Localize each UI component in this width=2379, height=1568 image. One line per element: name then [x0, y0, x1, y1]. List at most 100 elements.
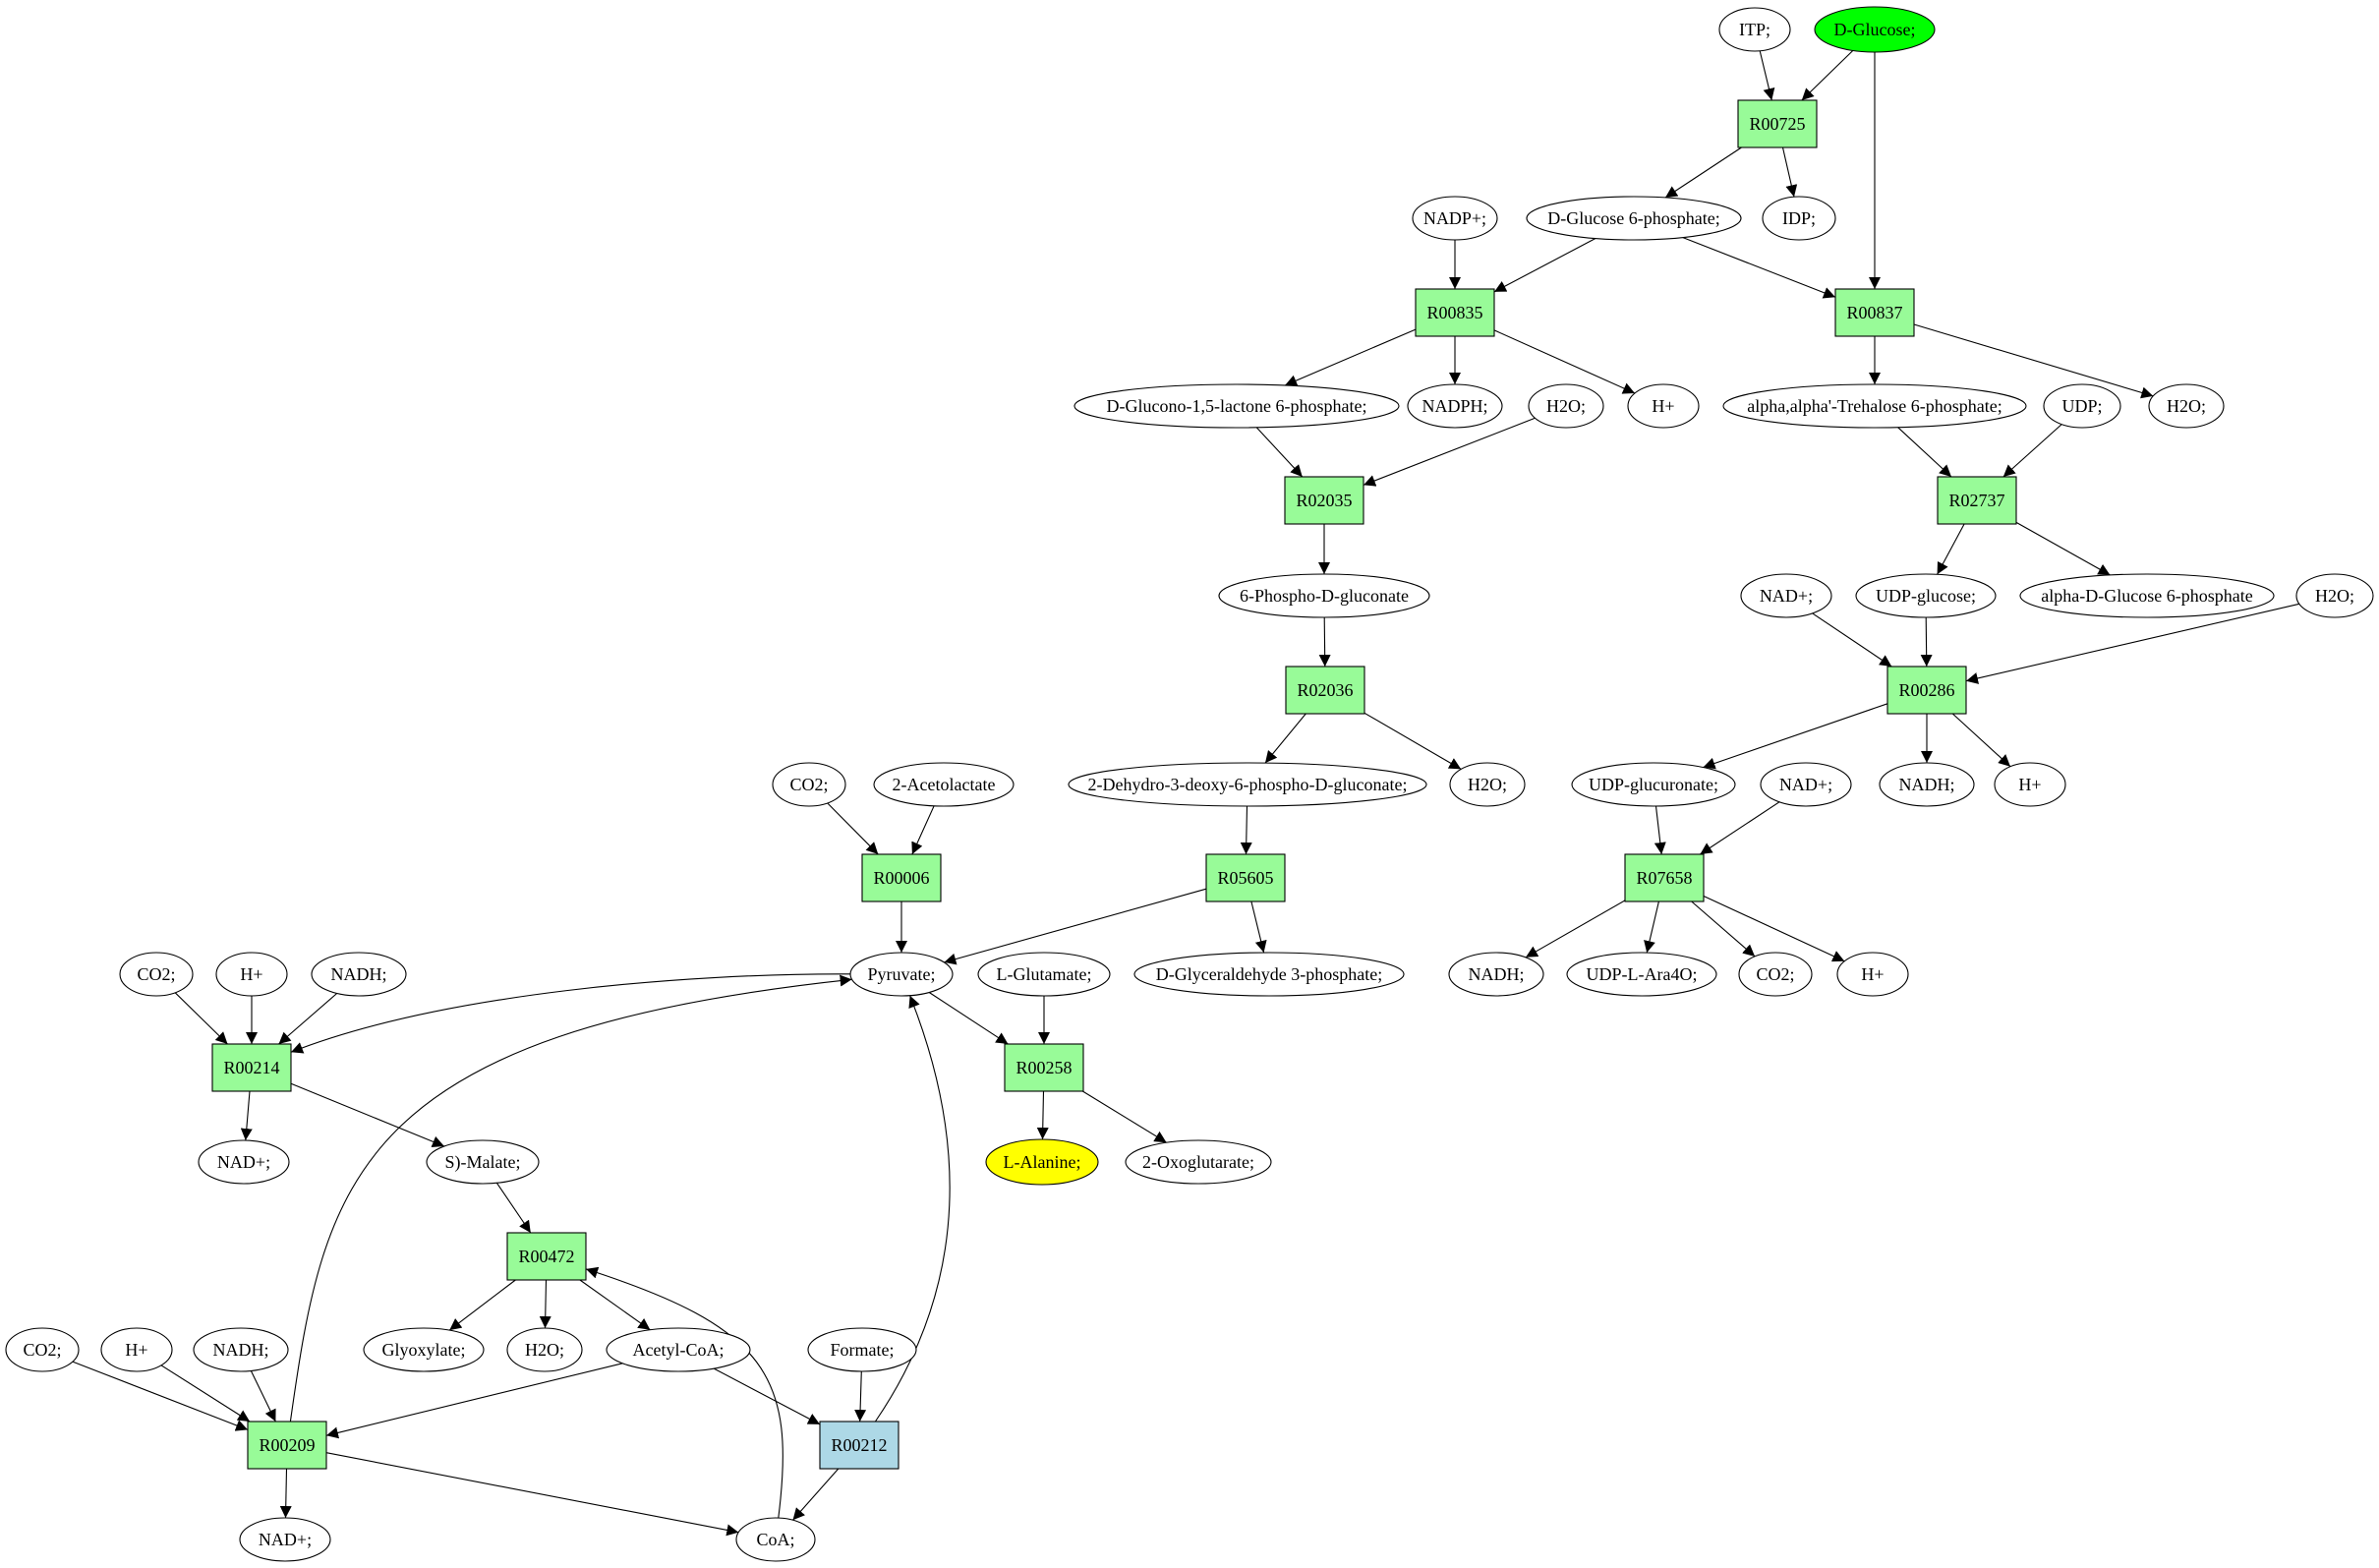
- compound-ellipse: [1814, 6, 1936, 53]
- compound-node-co2_c[interactable]: CO2;: [1738, 952, 1813, 997]
- compound-node-glutamate[interactable]: L-Glutamate;: [977, 952, 1111, 997]
- reaction-node-R00835[interactable]: R00835: [1415, 288, 1495, 337]
- node-label: 2-Oxoglutarate;: [1142, 1152, 1254, 1172]
- compound-node-trehalose6p[interactable]: alpha,alpha'-Trehalose 6-phosphate;: [1722, 383, 2027, 429]
- compound-node-hplus_b[interactable]: H+: [1994, 762, 2066, 807]
- compound-node-hplus_a[interactable]: H+: [1627, 383, 1700, 429]
- compound-node-co2_a[interactable]: CO2;: [772, 762, 846, 807]
- reaction-node-R00472[interactable]: R00472: [506, 1232, 587, 1281]
- edge-R00472-to-h2o_e: [539, 1279, 551, 1329]
- node-label: R02737: [1948, 491, 2004, 510]
- edge-R07658-to-hplus_d: [1703, 896, 1845, 962]
- compound-node-glyoxylate[interactable]: Glyoxylate;: [363, 1327, 485, 1372]
- compound-node-acetolactate[interactable]: 2-Acetolactate: [873, 762, 1015, 807]
- compound-node-nad_a[interactable]: NAD+;: [1740, 573, 1832, 618]
- edge-itp-to-R00725: [1759, 50, 1775, 101]
- edge-R00725-to-g6p: [1664, 146, 1742, 199]
- edge-formate-to-R00212: [854, 1370, 867, 1423]
- compound-node-hplus_d[interactable]: H+: [1836, 952, 1909, 997]
- edge-co2_d-to-R00209: [72, 1361, 249, 1431]
- edge-R05605-to-gap: [1250, 900, 1267, 954]
- compound-node-glucono[interactable]: D-Glucono-1,5-lactone 6-phosphate;: [1073, 383, 1400, 429]
- compound-node-udpara4o[interactable]: UDP-L-Ara4O;: [1566, 952, 1717, 997]
- compound-node-nadp[interactable]: NADP+;: [1412, 196, 1498, 241]
- compound-ellipse: [1218, 573, 1430, 618]
- compound-node-gap[interactable]: D-Glyceraldehyde 3-phosphate;: [1133, 952, 1405, 997]
- compound-node-nad_c[interactable]: NAD+;: [198, 1139, 290, 1185]
- node-label: 6-Phospho-D-gluconate: [1240, 586, 1409, 606]
- compound-ellipse: [735, 1517, 816, 1562]
- reaction-node-R02035[interactable]: R02035: [1284, 476, 1364, 525]
- compound-node-dglucose[interactable]: D-Glucose;: [1814, 6, 1936, 53]
- compound-node-udpglucuronate[interactable]: UDP-glucuronate;: [1571, 762, 1736, 807]
- reaction-box: [506, 1232, 587, 1281]
- reaction-node-R02036[interactable]: R02036: [1285, 666, 1365, 715]
- node-label: NAD+;: [1779, 775, 1832, 794]
- reaction-box: [247, 1421, 327, 1470]
- compound-node-h2o_c[interactable]: H2O;: [2295, 573, 2374, 618]
- compound-node-co2_d[interactable]: CO2;: [5, 1327, 80, 1372]
- compound-ellipse: [1836, 952, 1909, 997]
- compound-node-phosphogluconate[interactable]: 6-Phospho-D-gluconate: [1218, 573, 1430, 618]
- compound-node-h2o_e[interactable]: H2O;: [506, 1327, 583, 1372]
- compound-node-coa[interactable]: CoA;: [735, 1517, 816, 1562]
- edge-udpglucuronate-to-R07658: [1654, 805, 1666, 855]
- node-label: NADH;: [1469, 964, 1525, 984]
- compound-ellipse: [1760, 762, 1852, 807]
- compound-node-udpglucose[interactable]: UDP-glucose;: [1855, 573, 1997, 618]
- node-label: R00835: [1426, 303, 1482, 322]
- compound-node-oxoglutarate[interactable]: 2-Oxoglutarate;: [1125, 1139, 1272, 1185]
- compound-node-nadh_c[interactable]: NADH;: [1448, 952, 1544, 997]
- compound-node-nad_b[interactable]: NAD+;: [1760, 762, 1852, 807]
- compound-node-udp[interactable]: UDP;: [2043, 383, 2121, 429]
- compound-ellipse: [506, 1327, 583, 1372]
- reaction-node-R00286[interactable]: R00286: [1886, 666, 1967, 715]
- compound-node-alanine[interactable]: L-Alanine;: [985, 1138, 1099, 1186]
- compound-node-itp[interactable]: ITP;: [1718, 7, 1791, 52]
- compound-node-h2o_a[interactable]: H2O;: [1528, 383, 1604, 429]
- edge-udpglucose-to-R00286: [1920, 616, 1933, 668]
- reaction-box: [1285, 666, 1365, 715]
- reaction-node-R00837[interactable]: R00837: [1834, 288, 1915, 337]
- reaction-node-R00214[interactable]: R00214: [211, 1043, 292, 1092]
- reaction-node-R00212[interactable]: R00212: [819, 1421, 899, 1470]
- compound-node-nad_d[interactable]: NAD+;: [239, 1517, 331, 1562]
- compound-node-acetylcoa[interactable]: Acetyl-CoA;: [606, 1327, 751, 1372]
- node-label: alpha-D-Glucose 6-phosphate: [2041, 586, 2252, 606]
- reaction-node-R07658[interactable]: R07658: [1624, 853, 1705, 902]
- compound-node-nadh_b[interactable]: NADH;: [311, 952, 407, 997]
- compound-ellipse: [1762, 196, 1836, 241]
- reaction-node-R00725[interactable]: R00725: [1737, 99, 1818, 148]
- compound-ellipse: [5, 1327, 80, 1372]
- compound-ellipse: [363, 1327, 485, 1372]
- reaction-node-R02737[interactable]: R02737: [1937, 476, 2017, 525]
- compound-node-nadh_d[interactable]: NADH;: [193, 1327, 289, 1372]
- compound-node-kdpg[interactable]: 2-Dehydro-3-deoxy-6-phospho-D-gluconate;: [1068, 762, 1427, 807]
- compound-node-g6p[interactable]: D-Glucose 6-phosphate;: [1526, 196, 1742, 241]
- node-label: alpha,alpha'-Trehalose 6-phosphate;: [1747, 396, 2002, 416]
- compound-node-h2o_b[interactable]: H2O;: [2148, 383, 2225, 429]
- node-label: 2-Dehydro-3-deoxy-6-phospho-D-gluconate;: [1088, 775, 1408, 794]
- edge-nadh_b-to-R00214: [278, 993, 338, 1045]
- compound-node-formate[interactable]: Formate;: [807, 1327, 917, 1372]
- edge-R02737-to-udpglucose: [1937, 523, 1965, 575]
- reaction-node-R00258[interactable]: R00258: [1004, 1043, 1084, 1092]
- compound-node-alphag6p[interactable]: alpha-D-Glucose 6-phosphate: [2019, 573, 2275, 618]
- edge-R00286-to-hplus_b: [1951, 713, 2011, 768]
- compound-node-nadh_a[interactable]: NADH;: [1879, 762, 1975, 807]
- reaction-node-R05605[interactable]: R05605: [1205, 853, 1286, 902]
- compound-node-hplus_e[interactable]: H+: [100, 1327, 173, 1372]
- compound-node-idp[interactable]: IDP;: [1762, 196, 1836, 241]
- reaction-node-R00006[interactable]: R00006: [861, 853, 942, 902]
- compound-ellipse: [849, 952, 954, 997]
- compound-node-h2o_d[interactable]: H2O;: [1449, 762, 1526, 807]
- compound-ellipse: [2019, 573, 2275, 618]
- compound-node-malate[interactable]: S)-Malate;: [426, 1139, 540, 1185]
- reaction-box: [819, 1421, 899, 1470]
- compound-node-nadph[interactable]: NADPH;: [1407, 383, 1503, 429]
- reaction-node-R00209[interactable]: R00209: [247, 1421, 327, 1470]
- compound-node-co2_b[interactable]: CO2;: [119, 952, 194, 997]
- compound-node-hplus_c[interactable]: H+: [215, 952, 288, 997]
- compound-node-pyruvate[interactable]: Pyruvate;: [849, 952, 954, 997]
- edge-coa-to-R00472: [585, 1266, 783, 1519]
